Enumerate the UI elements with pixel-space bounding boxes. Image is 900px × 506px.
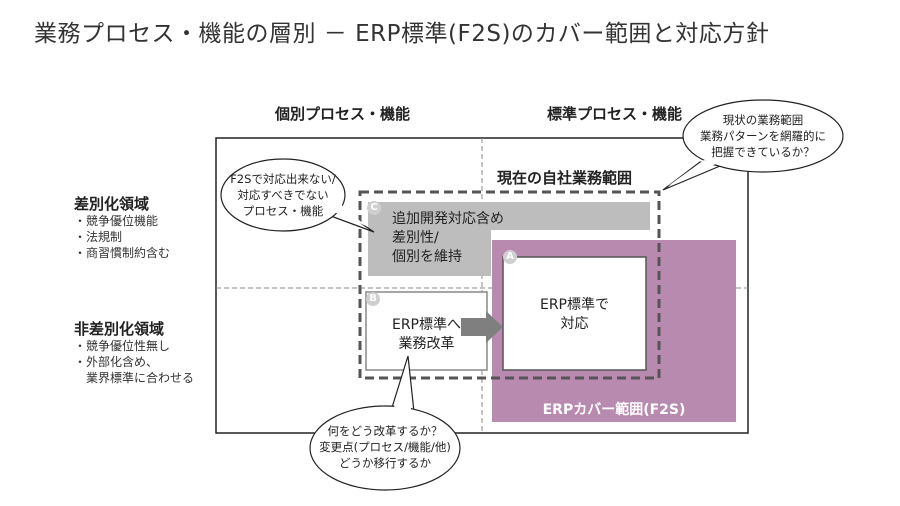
bubble-top-right-text: 現状の業務範囲 業務パターンを網羅的に 把握できているか？ bbox=[688, 112, 838, 160]
bubble-line: どうか移行するか bbox=[339, 456, 431, 470]
box-b-line1: ERP標準へ bbox=[391, 317, 461, 333]
marker-b: B bbox=[366, 292, 380, 306]
box-c-line3: 個別を維持 bbox=[392, 249, 462, 265]
column-header-individual: 個別プロセス・機能 bbox=[275, 105, 411, 123]
erp-coverage-label: ERPカバー範囲(F2S) bbox=[542, 402, 686, 418]
bubble-line: F2Sで対応出来ない/ bbox=[230, 172, 336, 186]
box-a-line1: ERP標準で bbox=[539, 297, 609, 313]
column-header-standard: 標準プロセス・機能 bbox=[547, 105, 683, 123]
box-c-body bbox=[368, 202, 491, 276]
bubble-line: プロセス・機能 bbox=[242, 204, 324, 218]
marker-c: C bbox=[367, 201, 381, 215]
row-header-non-differentiated: 非差別化領域 bbox=[74, 320, 165, 338]
bullet-item: ・法規制 bbox=[74, 230, 123, 244]
box-c-line1: 追加開発対応含め bbox=[392, 211, 504, 227]
bubble-line: 何をどう改革するか？ bbox=[327, 424, 443, 438]
bubble-top-left-text: F2Sで対応出来ない/ 対応すべきでない プロセス・機能 bbox=[221, 171, 345, 219]
box-b bbox=[365, 291, 488, 371]
bullet-item: ・外部化含め、 bbox=[74, 355, 159, 369]
page-title: 業務プロセス・機能の層別 － ERP標準(F2S)のカバー範囲と対応方針 bbox=[34, 21, 770, 47]
box-a bbox=[502, 256, 647, 371]
bubble-bottom bbox=[309, 355, 461, 491]
bullet-item: ・競争優位性無し bbox=[74, 339, 171, 353]
differentiated-bullets: ・競争優位機能 ・法規制 ・商習慣制約含む bbox=[74, 213, 170, 261]
box-c-line2: 差別性/ bbox=[392, 230, 439, 246]
marker-a: A bbox=[503, 250, 517, 264]
bubble-line: 業務パターンを網羅的に bbox=[700, 129, 826, 143]
bullet-item: 業界標準に合わせる bbox=[74, 371, 195, 385]
bubble-line: 変更点(プロセス/機能/他) bbox=[319, 440, 451, 454]
current-scope-dashed-box bbox=[358, 190, 661, 380]
arrow-b-to-a bbox=[461, 311, 503, 343]
bubble-line: 現状の業務範囲 bbox=[722, 113, 804, 127]
row-header-differentiated: 差別化領域 bbox=[74, 195, 150, 213]
non-differentiated-bullets: ・競争優位性無し ・外部化含め、 業界標準に合わせる bbox=[74, 338, 194, 386]
bubble-bottom-text: 何をどう改革するか？ 変更点(プロセス/機能/他) どうか移行するか bbox=[312, 423, 458, 471]
bullet-item: ・商習慣制約含む bbox=[74, 246, 171, 260]
current-scope-label: 現在の自社業務範囲 bbox=[497, 169, 633, 187]
bubble-top-right bbox=[662, 99, 844, 191]
bubble-line: 対応すべきでない bbox=[237, 188, 329, 202]
bubble-line: 把握できているか？ bbox=[711, 145, 815, 159]
bullet-item: ・競争優位機能 bbox=[74, 214, 159, 228]
bubble-top-left bbox=[220, 158, 375, 233]
box-a-line2: 対応 bbox=[560, 316, 589, 332]
box-b-line2: 業務改革 bbox=[398, 336, 455, 352]
